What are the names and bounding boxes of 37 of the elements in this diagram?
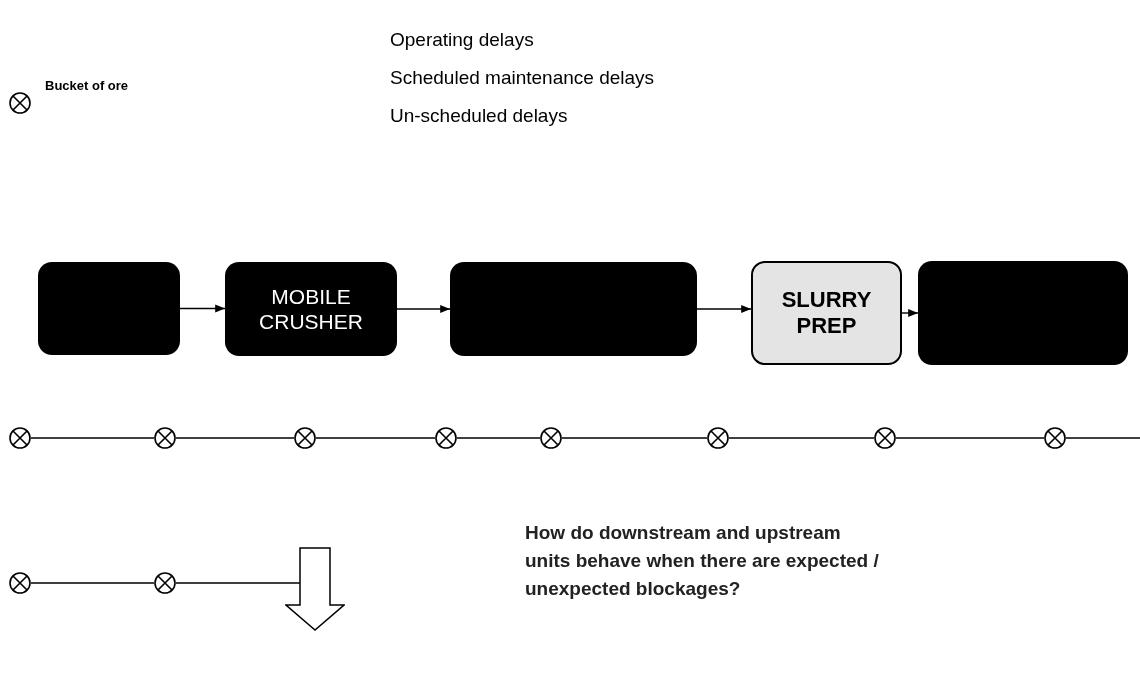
connector-line [895, 437, 1045, 439]
arrow [179, 304, 226, 313]
bucket-symbol [540, 427, 562, 449]
delay-label: Operating delays [390, 28, 535, 52]
connector-line [561, 437, 708, 439]
process-box [38, 262, 180, 355]
connector-line [315, 437, 436, 439]
question-note: How do downstream and upstream units behave when there are expected / unexpected blockages? [525, 521, 880, 601]
bucket-symbol [294, 427, 316, 449]
connector-line [30, 437, 155, 439]
connector-line [456, 437, 541, 439]
bucket-symbol [9, 427, 31, 449]
delay-label: Scheduled maintenance delays [390, 66, 656, 90]
block-arrow [285, 547, 345, 631]
process-box [751, 261, 902, 365]
box-label: SLURRY PREP [780, 286, 873, 340]
process-box [225, 262, 397, 356]
bucket-symbol [874, 427, 896, 449]
process-box [918, 261, 1128, 365]
connector-line [175, 437, 295, 439]
bucket-symbol [707, 427, 729, 449]
bucket-symbol [435, 427, 457, 449]
connector-line [728, 437, 875, 439]
connector-line [30, 582, 155, 584]
bucket-symbol [1044, 427, 1066, 449]
arrow [696, 305, 752, 313]
bucket-symbol [154, 427, 176, 449]
process-box [450, 262, 697, 356]
connector-line [175, 582, 301, 584]
arrow [396, 305, 451, 313]
box-label: MOBILE CRUSHER [258, 283, 364, 335]
connector-line [1065, 437, 1140, 439]
bucket-symbol [154, 572, 176, 594]
bucket-symbol [9, 572, 31, 594]
arrow [901, 309, 919, 317]
legend-label: Bucket of ore [45, 78, 129, 93]
delay-label: Un-scheduled delays [390, 104, 569, 128]
